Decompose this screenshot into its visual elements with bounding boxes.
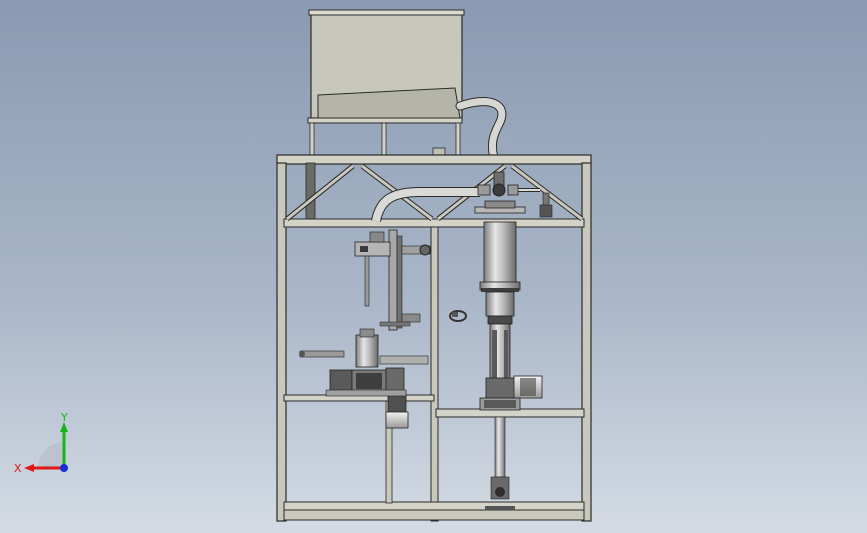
left-linkage[interactable] [354,229,431,331]
hopper[interactable] [308,9,465,119]
hopper-stand [307,117,463,158]
axis-triad: Y X [14,411,68,475]
right-drive-motor[interactable] [479,375,543,411]
x-axis-label: X [14,462,22,475]
valve-assembly[interactable] [474,171,553,218]
ring-fitting[interactable] [449,310,467,322]
x-axis-arrowhead [24,464,34,472]
lower-discharge[interactable] [485,416,515,510]
triad-arc [38,442,64,468]
vertical-column[interactable] [479,221,521,381]
y-axis-arrowhead [60,422,68,432]
hopper-outlet-pipe[interactable] [455,97,507,163]
y-axis-label: Y [60,411,68,424]
main-frame[interactable] [276,154,592,522]
pump-unit[interactable] [299,328,429,429]
z-axis-dot [60,464,68,472]
